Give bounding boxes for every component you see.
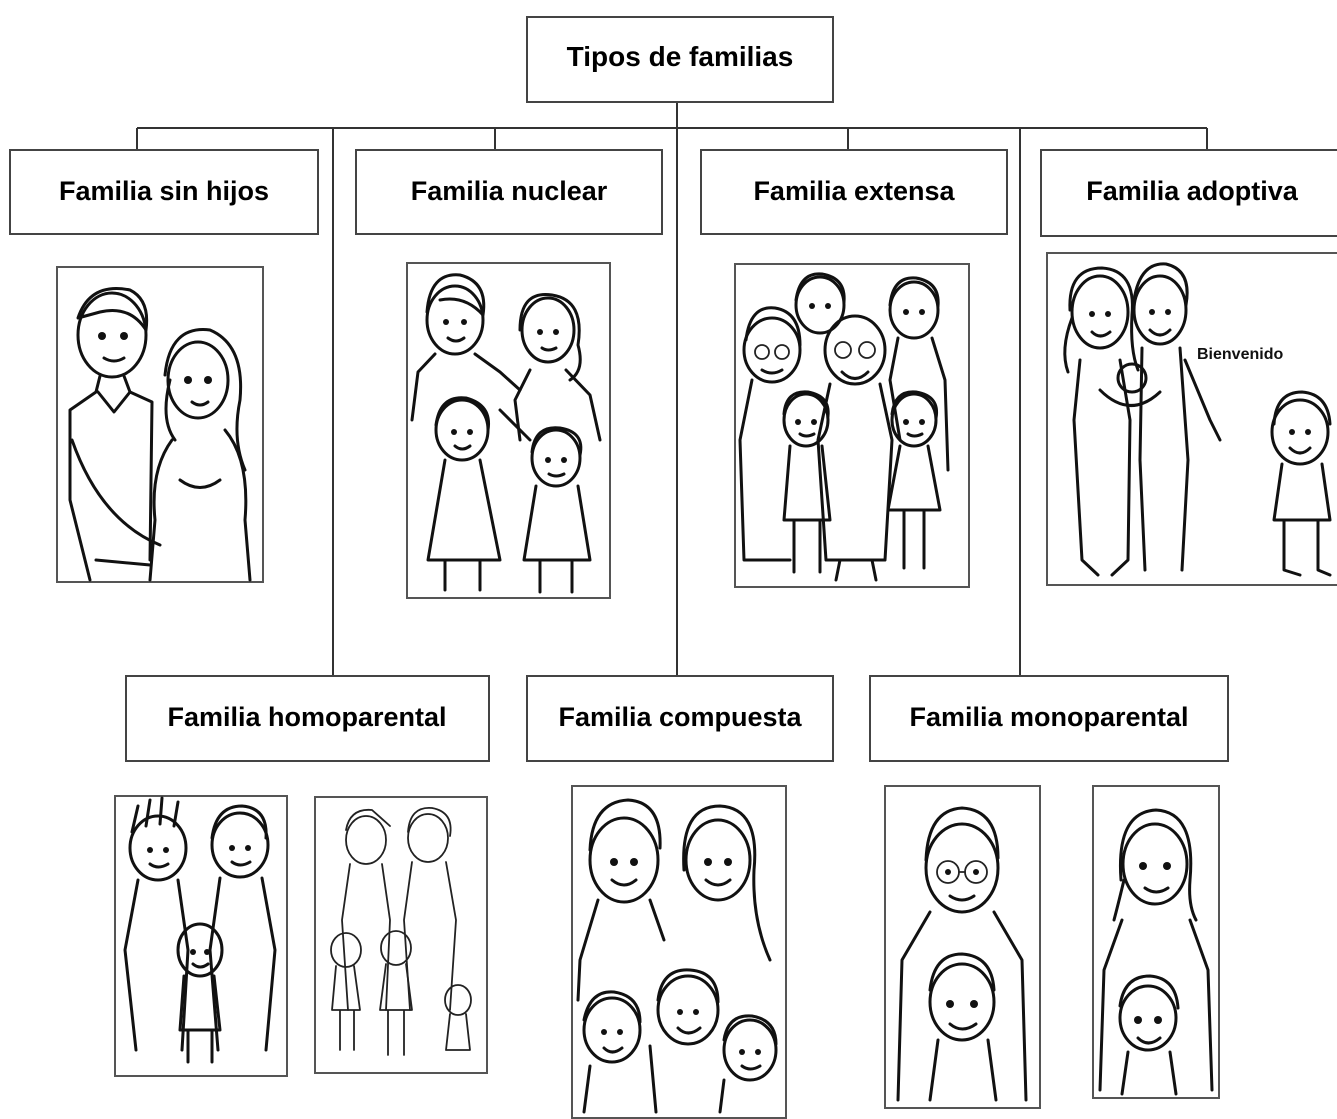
category-label: Familia homoparental [167, 702, 446, 732]
category-label: Familia sin hijos [59, 176, 269, 206]
illustration-two-fathers [114, 795, 288, 1077]
category-label: Familia extensa [753, 176, 955, 206]
root-node: Tipos de familias [526, 16, 834, 103]
illustration-nuclear-family [406, 262, 611, 599]
category-label: Familia adoptiva [1086, 176, 1299, 206]
category-node-monoparental: Familia monoparental [869, 675, 1229, 762]
illustration-blended-family [571, 785, 787, 1119]
illustration-extended-family [734, 263, 970, 588]
root-label: Tipos de familias [567, 41, 794, 72]
category-label: Familia nuclear [411, 176, 608, 206]
category-label: Familia monoparental [909, 702, 1188, 732]
category-node-nuclear: Familia nuclear [355, 149, 663, 235]
welcome-sign-text: Bienvenido [1197, 346, 1283, 363]
illustration-couple [56, 266, 264, 583]
illustration-two-mothers [314, 796, 488, 1074]
category-node-extensa: Familia extensa [700, 149, 1008, 235]
category-label: Familia compuesta [558, 702, 802, 732]
illustration-single-mother [1092, 785, 1220, 1099]
category-node-compuesta: Familia compuesta [526, 675, 834, 762]
illustration-single-father [884, 785, 1041, 1109]
category-node-sin-hijos: Familia sin hijos [9, 149, 319, 235]
category-node-adoptiva: Familia adoptiva [1040, 149, 1337, 237]
connector-lines [136, 102, 1208, 676]
category-node-homoparental: Familia homoparental [125, 675, 490, 762]
illustration-adoptive-family: Bienvenido [1046, 252, 1337, 586]
